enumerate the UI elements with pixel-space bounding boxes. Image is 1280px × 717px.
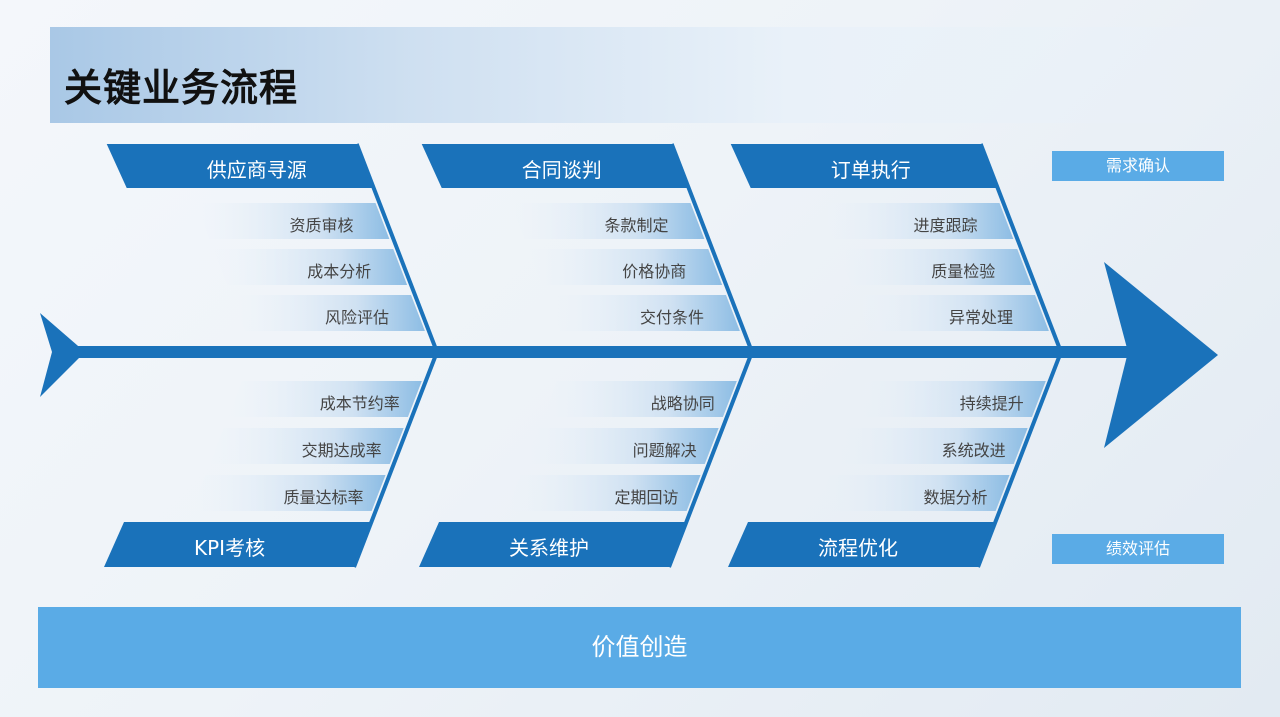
bone-header-label: 关系维护 (509, 536, 589, 560)
spine (70, 346, 1140, 358)
bone-item-label: 质量检验 (931, 262, 996, 281)
bone-header-bottom (104, 522, 372, 567)
bone-item-label: 交付条件 (639, 308, 704, 327)
bone-item-label: 持续提升 (959, 394, 1024, 413)
bone-item-bg (837, 249, 1032, 285)
bone-item-bg (851, 381, 1046, 417)
bone-item-label: 资质审核 (289, 216, 354, 235)
bone-item-label: 问题解决 (632, 441, 697, 460)
bone-item-label: 战略协同 (650, 394, 715, 413)
bone-item-label: 成本分析 (307, 262, 372, 281)
bone-header-top (730, 144, 998, 188)
bone-header-top (421, 144, 689, 188)
bone-item-bg (815, 475, 1010, 511)
bone-item-label: 成本节约率 (319, 394, 400, 413)
bone-header-bottom (419, 522, 687, 567)
bone-header-label: 流程优化 (818, 536, 898, 560)
title-bar: 关键业务流程 (50, 27, 1280, 123)
page-title: 关键业务流程 (64, 66, 299, 110)
bone-item-bg (506, 475, 701, 511)
bone-item-bg (833, 428, 1028, 464)
bone-item-bg (227, 381, 422, 417)
bone-item-label: 定期回访 (614, 488, 679, 507)
bone-header-bottom (728, 522, 996, 567)
bone-item-bg (213, 249, 408, 285)
bone-item-bg (230, 295, 425, 331)
footer-banner: 价值创造 (38, 607, 1241, 688)
head-label-top: 需求确认 (1052, 151, 1224, 181)
bone-item-label: 数据分析 (923, 488, 988, 507)
bone-header-label: 订单执行 (830, 158, 911, 182)
bone-item-bg (819, 203, 1014, 239)
bone-item-bg (542, 381, 737, 417)
bone-item-bg (854, 295, 1049, 331)
bone-header-top (106, 144, 374, 188)
bone-line-bottom (352, 351, 439, 568)
bone-header-label: KPI考核 (194, 536, 266, 560)
bone-line-top (978, 143, 1063, 353)
bone-header-label: 合同谈判 (521, 158, 602, 182)
bone-line-bottom (976, 351, 1063, 568)
bone-item-label: 系统改进 (941, 441, 1006, 460)
bone-item-label: 风险评估 (324, 308, 389, 327)
bone-header-label: 供应商寻源 (206, 158, 307, 182)
bone-item-bg (528, 249, 723, 285)
bone-item-label: 异常处理 (948, 308, 1013, 327)
bone-line-top (354, 143, 439, 353)
bone-item-bg (510, 203, 705, 239)
bone-item-bg (209, 428, 404, 464)
bone-item-bg (524, 428, 719, 464)
fish-tail (40, 313, 85, 397)
head-label-bottom: 绩效评估 (1052, 534, 1224, 564)
bone-item-label: 进度跟踪 (913, 216, 978, 235)
fish-head (1104, 262, 1218, 448)
bone-item-label: 质量达标率 (283, 488, 364, 507)
bone-line-top (669, 143, 754, 353)
bone-item-label: 价格协商 (622, 262, 687, 281)
bone-item-label: 条款制定 (604, 216, 669, 235)
bone-item-bg (545, 295, 740, 331)
bone-item-bg (195, 203, 390, 239)
bone-item-label: 交期达成率 (301, 441, 382, 460)
bone-item-bg (191, 475, 386, 511)
bone-line-bottom (667, 351, 754, 568)
